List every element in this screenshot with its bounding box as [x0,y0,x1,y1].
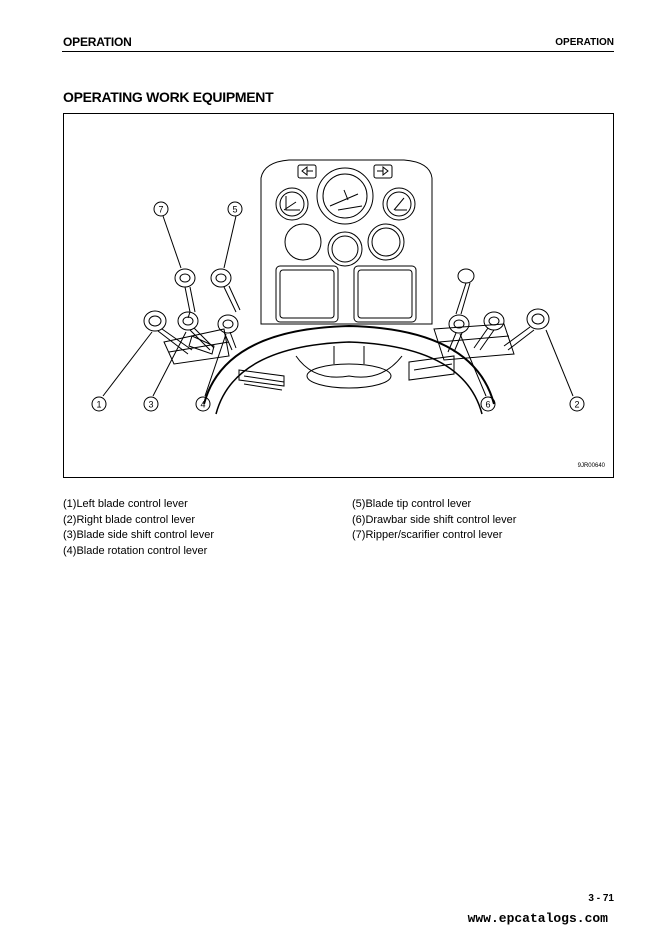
gauge-left [275,187,309,221]
lever-knob-3 [177,311,199,331]
turn-indicator-left [297,164,317,179]
lever-knob-4 [217,314,239,334]
legend-item: (1)Left blade control lever [63,498,188,510]
lever-knob-7 [174,268,196,288]
gauge-right [382,187,416,221]
lever-knob-right-upper [457,268,475,284]
figure-id: 9JR00640 [577,463,605,469]
figure-frame: 1 2 3 4 5 6 7 9JR00640 [63,113,614,478]
callout-1 [91,396,107,412]
dashboard-panel [260,159,433,325]
display-panel-right [353,265,417,323]
callout-label-7: 7 [158,205,163,215]
lever-knob-2 [526,308,550,330]
lever-knob-5 [210,268,232,288]
callout-label-2: 2 [574,400,579,410]
lever-knob-right-mid [483,311,505,331]
lever-knob-1 [143,310,167,332]
turn-indicator-right [373,164,393,179]
legend-item: (3)Blade side shift control lever [63,529,215,541]
gauge-center [316,167,374,225]
callout-4 [195,396,211,412]
steering-wheel [203,324,495,405]
header-section-title-right: OPERATION [555,37,614,48]
legend-item: (5)Blade tip control lever [352,498,472,510]
control-levers-illustration: 1 2 3 4 5 6 7 [91,159,585,415]
callout-label-4: 4 [200,400,205,410]
gauge-lower-right [367,223,405,261]
header-section-title: OPERATION [63,35,132,49]
display-panel-left [275,265,339,323]
lever-knob-6 [448,314,470,334]
legend-item: (6)Drawbar side shift control lever [352,513,517,526]
callout-3 [143,396,159,412]
page-title: OPERATING WORK EQUIPMENT [63,89,274,105]
legend-column-right: (5)Blade tip control lever (6)Drawbar si… [352,497,516,544]
callout-2 [569,396,585,412]
callout-label-1: 1 [96,400,101,410]
callout-label-6: 6 [485,400,490,410]
callout-6 [480,396,496,412]
gauge-lower-center [327,231,363,267]
callout-label-3: 3 [148,400,153,410]
header-rule [62,51,614,52]
callout-7 [153,201,169,217]
callout-5 [227,201,243,217]
legend-column-left: (1)Left blade control lever (2)Right bla… [63,497,214,559]
callout-label-5: 5 [232,205,237,215]
legend-item: (7)Ripper/scarifier control lever [352,529,503,541]
legend-item: (4)Blade rotation control lever [63,544,208,557]
legend-item: (2)Right blade control lever [63,513,196,526]
gauge-lower-left [284,223,322,261]
footer-url: www.epcatalogs.com [467,911,608,926]
page-number: 3 - 71 [588,893,614,904]
